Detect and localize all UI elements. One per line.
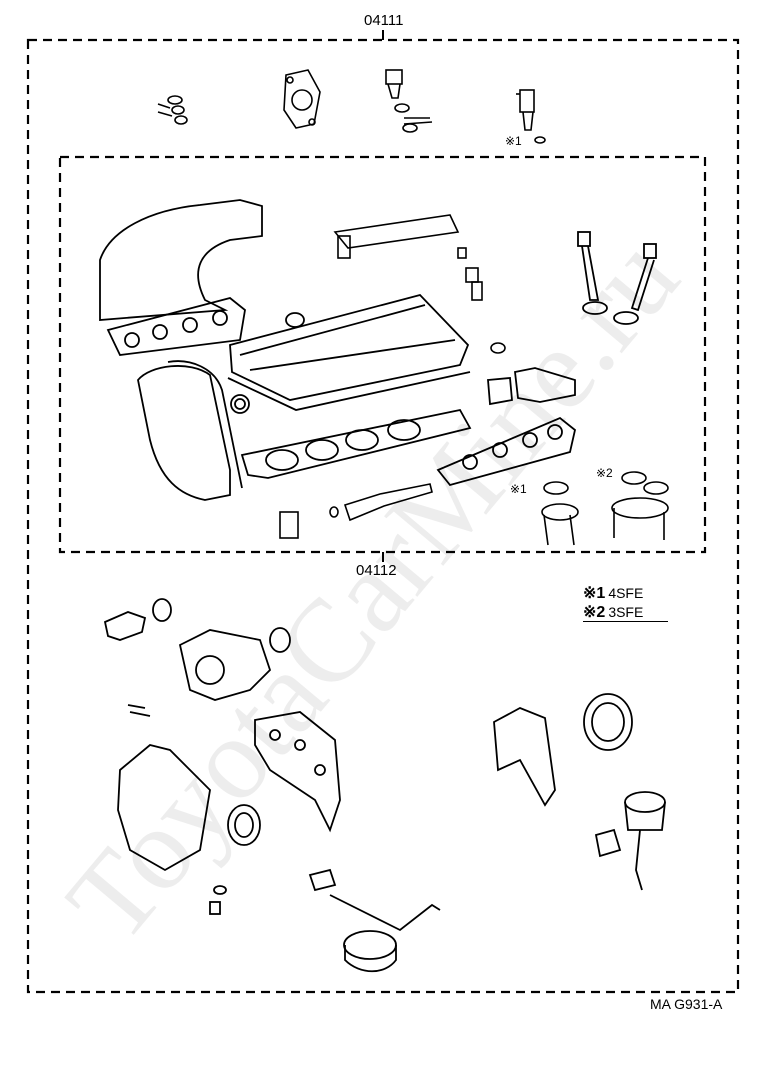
- throttle-gasket-part: [283, 69, 321, 129]
- seal-washers-part: [157, 95, 188, 125]
- oil-pump-gasket-part: [254, 711, 341, 833]
- legend-mark-1: ※1: [583, 584, 606, 602]
- exhaust-pipe-gasket-part: [279, 471, 669, 546]
- legend-text-2: 3SFE: [608, 603, 644, 620]
- valves-part: [577, 231, 657, 325]
- fuel-rail-part: [333, 214, 506, 354]
- head-gasket-part: [240, 408, 472, 479]
- sensor-part: [385, 69, 433, 133]
- legend-row-1: ※1 4SFE: [583, 583, 668, 602]
- oil-strainer-part: [209, 868, 441, 973]
- legend-mark-2: ※2: [583, 603, 606, 621]
- rear-oil-seal-retainer-part: [493, 693, 633, 807]
- valve-cover-part: [227, 293, 471, 414]
- drawing-code: MA G931-A: [650, 996, 723, 1012]
- inner-kit-frame: [58, 155, 707, 554]
- timing-cover-gasket-part: [137, 360, 243, 501]
- exhaust-gasket-part: [436, 367, 577, 487]
- injector-part: [516, 89, 546, 144]
- note-mark-1-top: ※1: [505, 134, 522, 148]
- legend-text-1: 4SFE: [608, 584, 644, 601]
- lower-timing-cover-part: [117, 704, 261, 872]
- intake-manifold-gasket-part: [99, 199, 263, 356]
- legend-row-2: ※2 3SFE: [583, 602, 668, 622]
- kit-label-04112: 04112: [356, 562, 397, 579]
- water-pump-part: [178, 627, 291, 701]
- engine-legend: ※1 4SFE ※2 3SFE: [583, 583, 668, 622]
- outer-kit-frame: [26, 38, 740, 994]
- egr-valve-part: [594, 791, 666, 891]
- kit-label-04111: 04111: [364, 12, 404, 29]
- water-outlet-part: [103, 598, 172, 641]
- note-mark-2-inner: ※2: [596, 466, 613, 480]
- note-mark-1-inner: ※1: [510, 482, 527, 496]
